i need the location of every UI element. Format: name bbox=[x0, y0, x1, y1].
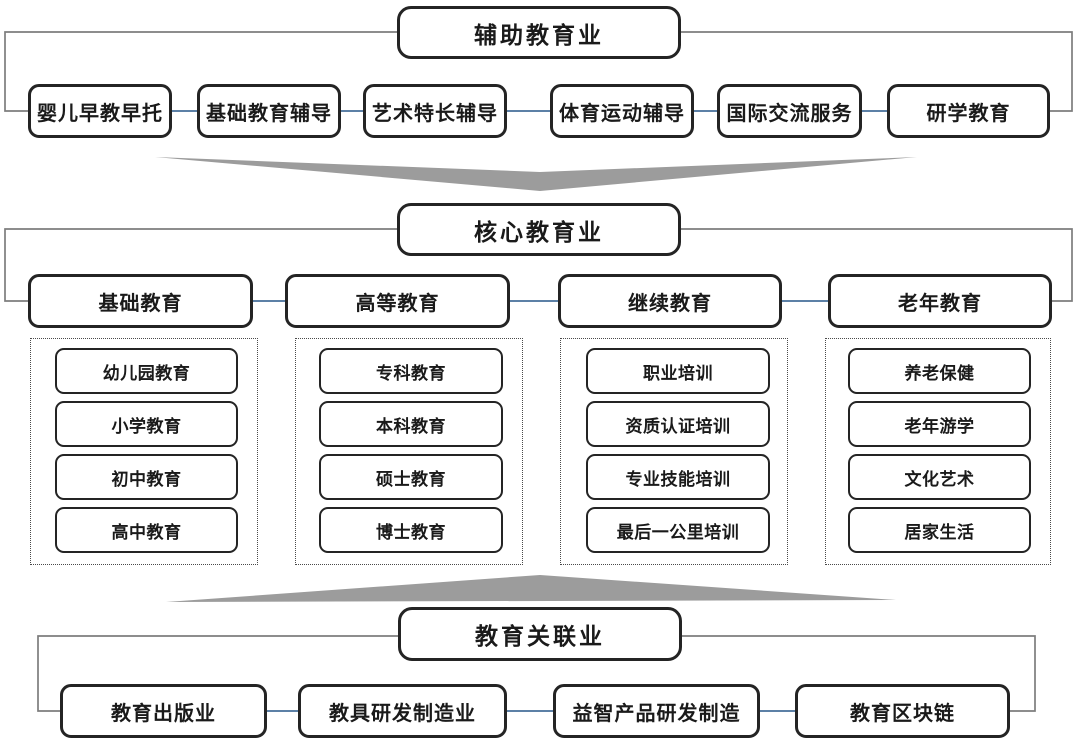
core-category-box: 老年教育 bbox=[828, 274, 1052, 328]
core-bracket-right-line bbox=[681, 228, 1073, 302]
core-sub-item-box: 博士教育 bbox=[319, 507, 503, 553]
core-sub-item-label: 老年游学 bbox=[904, 416, 975, 436]
core-subgroup-frame bbox=[30, 338, 258, 565]
core-sub-item-box: 资质认证培训 bbox=[586, 401, 770, 447]
core-sub-item-label: 居家生活 bbox=[904, 522, 975, 542]
core-sub-item-label: 博士教育 bbox=[376, 522, 446, 542]
core-sub-item-box: 小学教育 bbox=[55, 401, 238, 447]
core-sub-item-label: 专业技能培训 bbox=[625, 469, 731, 489]
core-sub-item-box: 幼儿园教育 bbox=[55, 348, 238, 394]
aux-bracket-right-line bbox=[681, 31, 1073, 112]
related-item-label: 益智产品研发制造 bbox=[572, 702, 741, 725]
related-item-box: 教具研发制造业 bbox=[298, 684, 507, 738]
core-subgroup-frame bbox=[825, 338, 1051, 565]
core-sub-item-label: 最后一公里培训 bbox=[616, 522, 740, 542]
aux-item-label: 研学教育 bbox=[926, 102, 1011, 125]
core-category-box: 高等教育 bbox=[285, 274, 510, 328]
aux-item-box: 艺术特长辅导 bbox=[363, 84, 507, 138]
aux-item-label: 基础教育辅导 bbox=[206, 102, 332, 125]
aux-item-box: 国际交流服务 bbox=[717, 84, 862, 138]
core-sub-item-box: 最后一公里培训 bbox=[586, 507, 770, 553]
aux-section-title: 辅助教育业 bbox=[474, 21, 604, 48]
core-sub-item-box: 专科教育 bbox=[319, 348, 503, 394]
core-sub-item-box: 高中教育 bbox=[55, 507, 238, 553]
core-sub-item-box: 硕士教育 bbox=[319, 454, 503, 500]
related-item-label: 教具研发制造业 bbox=[329, 702, 476, 725]
related-section-title-box: 教育关联业 bbox=[398, 607, 682, 661]
core-section-title: 核心教育业 bbox=[474, 218, 604, 245]
core-sub-item-label: 本科教育 bbox=[376, 416, 446, 436]
core-sub-item-label: 小学教育 bbox=[111, 416, 182, 436]
core-sub-item-label: 初中教育 bbox=[111, 469, 182, 489]
core-sub-item-label: 职业培训 bbox=[643, 363, 713, 383]
core-sub-item-box: 文化艺术 bbox=[848, 454, 1031, 500]
core-sub-item-label: 养老保健 bbox=[904, 363, 975, 383]
core-bracket-left-line bbox=[4, 228, 397, 302]
related-item-label: 教育区块链 bbox=[850, 702, 955, 725]
aux-item-box: 研学教育 bbox=[887, 84, 1050, 138]
aux-item-box: 婴儿早教早托 bbox=[28, 84, 172, 138]
divider-arrow-down-icon bbox=[155, 157, 917, 191]
core-category-box: 基础教育 bbox=[28, 274, 253, 328]
core-sub-item-box: 养老保健 bbox=[848, 348, 1031, 394]
aux-item-label: 体育运动辅导 bbox=[559, 102, 685, 125]
related-bracket-right-line bbox=[682, 635, 1036, 712]
core-sub-item-label: 资质认证培训 bbox=[625, 416, 731, 436]
core-sub-item-box: 老年游学 bbox=[848, 401, 1031, 447]
core-sub-item-label: 专科教育 bbox=[376, 363, 446, 383]
core-category-label: 继续教育 bbox=[628, 292, 712, 315]
related-item-box: 益智产品研发制造 bbox=[553, 684, 760, 738]
core-category-label: 高等教育 bbox=[355, 292, 440, 315]
core-section-title-box: 核心教育业 bbox=[397, 203, 681, 256]
core-category-label: 基础教育 bbox=[98, 292, 183, 315]
aux-bracket-left-line bbox=[4, 31, 397, 112]
aux-item-box: 基础教育辅导 bbox=[197, 84, 341, 138]
related-item-box: 教育出版业 bbox=[60, 684, 267, 738]
related-item-box: 教育区块链 bbox=[795, 684, 1010, 738]
aux-section-title-box: 辅助教育业 bbox=[397, 6, 681, 59]
core-sub-item-label: 文化艺术 bbox=[904, 469, 975, 489]
core-sub-item-box: 居家生活 bbox=[848, 507, 1031, 553]
core-sub-item-label: 硕士教育 bbox=[376, 469, 446, 489]
aux-item-label: 国际交流服务 bbox=[726, 102, 853, 125]
core-sub-item-box: 职业培训 bbox=[586, 348, 770, 394]
core-category-label: 老年教育 bbox=[898, 292, 982, 315]
core-sub-item-label: 高中教育 bbox=[111, 522, 182, 542]
core-sub-item-box: 专业技能培训 bbox=[586, 454, 770, 500]
aux-item-label: 婴儿早教早托 bbox=[37, 102, 163, 125]
core-sub-item-box: 初中教育 bbox=[55, 454, 238, 500]
divider-arrow-up-icon bbox=[166, 575, 896, 602]
related-bracket-left-line bbox=[37, 635, 398, 712]
core-subgroup-frame bbox=[560, 338, 788, 565]
aux-item-label: 艺术特长辅导 bbox=[372, 102, 498, 125]
core-sub-item-label: 幼儿园教育 bbox=[102, 363, 191, 383]
core-subgroup-frame bbox=[295, 338, 523, 565]
related-item-label: 教育出版业 bbox=[111, 702, 216, 725]
core-category-box: 继续教育 bbox=[558, 274, 782, 328]
aux-item-box: 体育运动辅导 bbox=[550, 84, 694, 138]
core-sub-item-box: 本科教育 bbox=[319, 401, 503, 447]
related-section-title: 教育关联业 bbox=[475, 623, 605, 649]
